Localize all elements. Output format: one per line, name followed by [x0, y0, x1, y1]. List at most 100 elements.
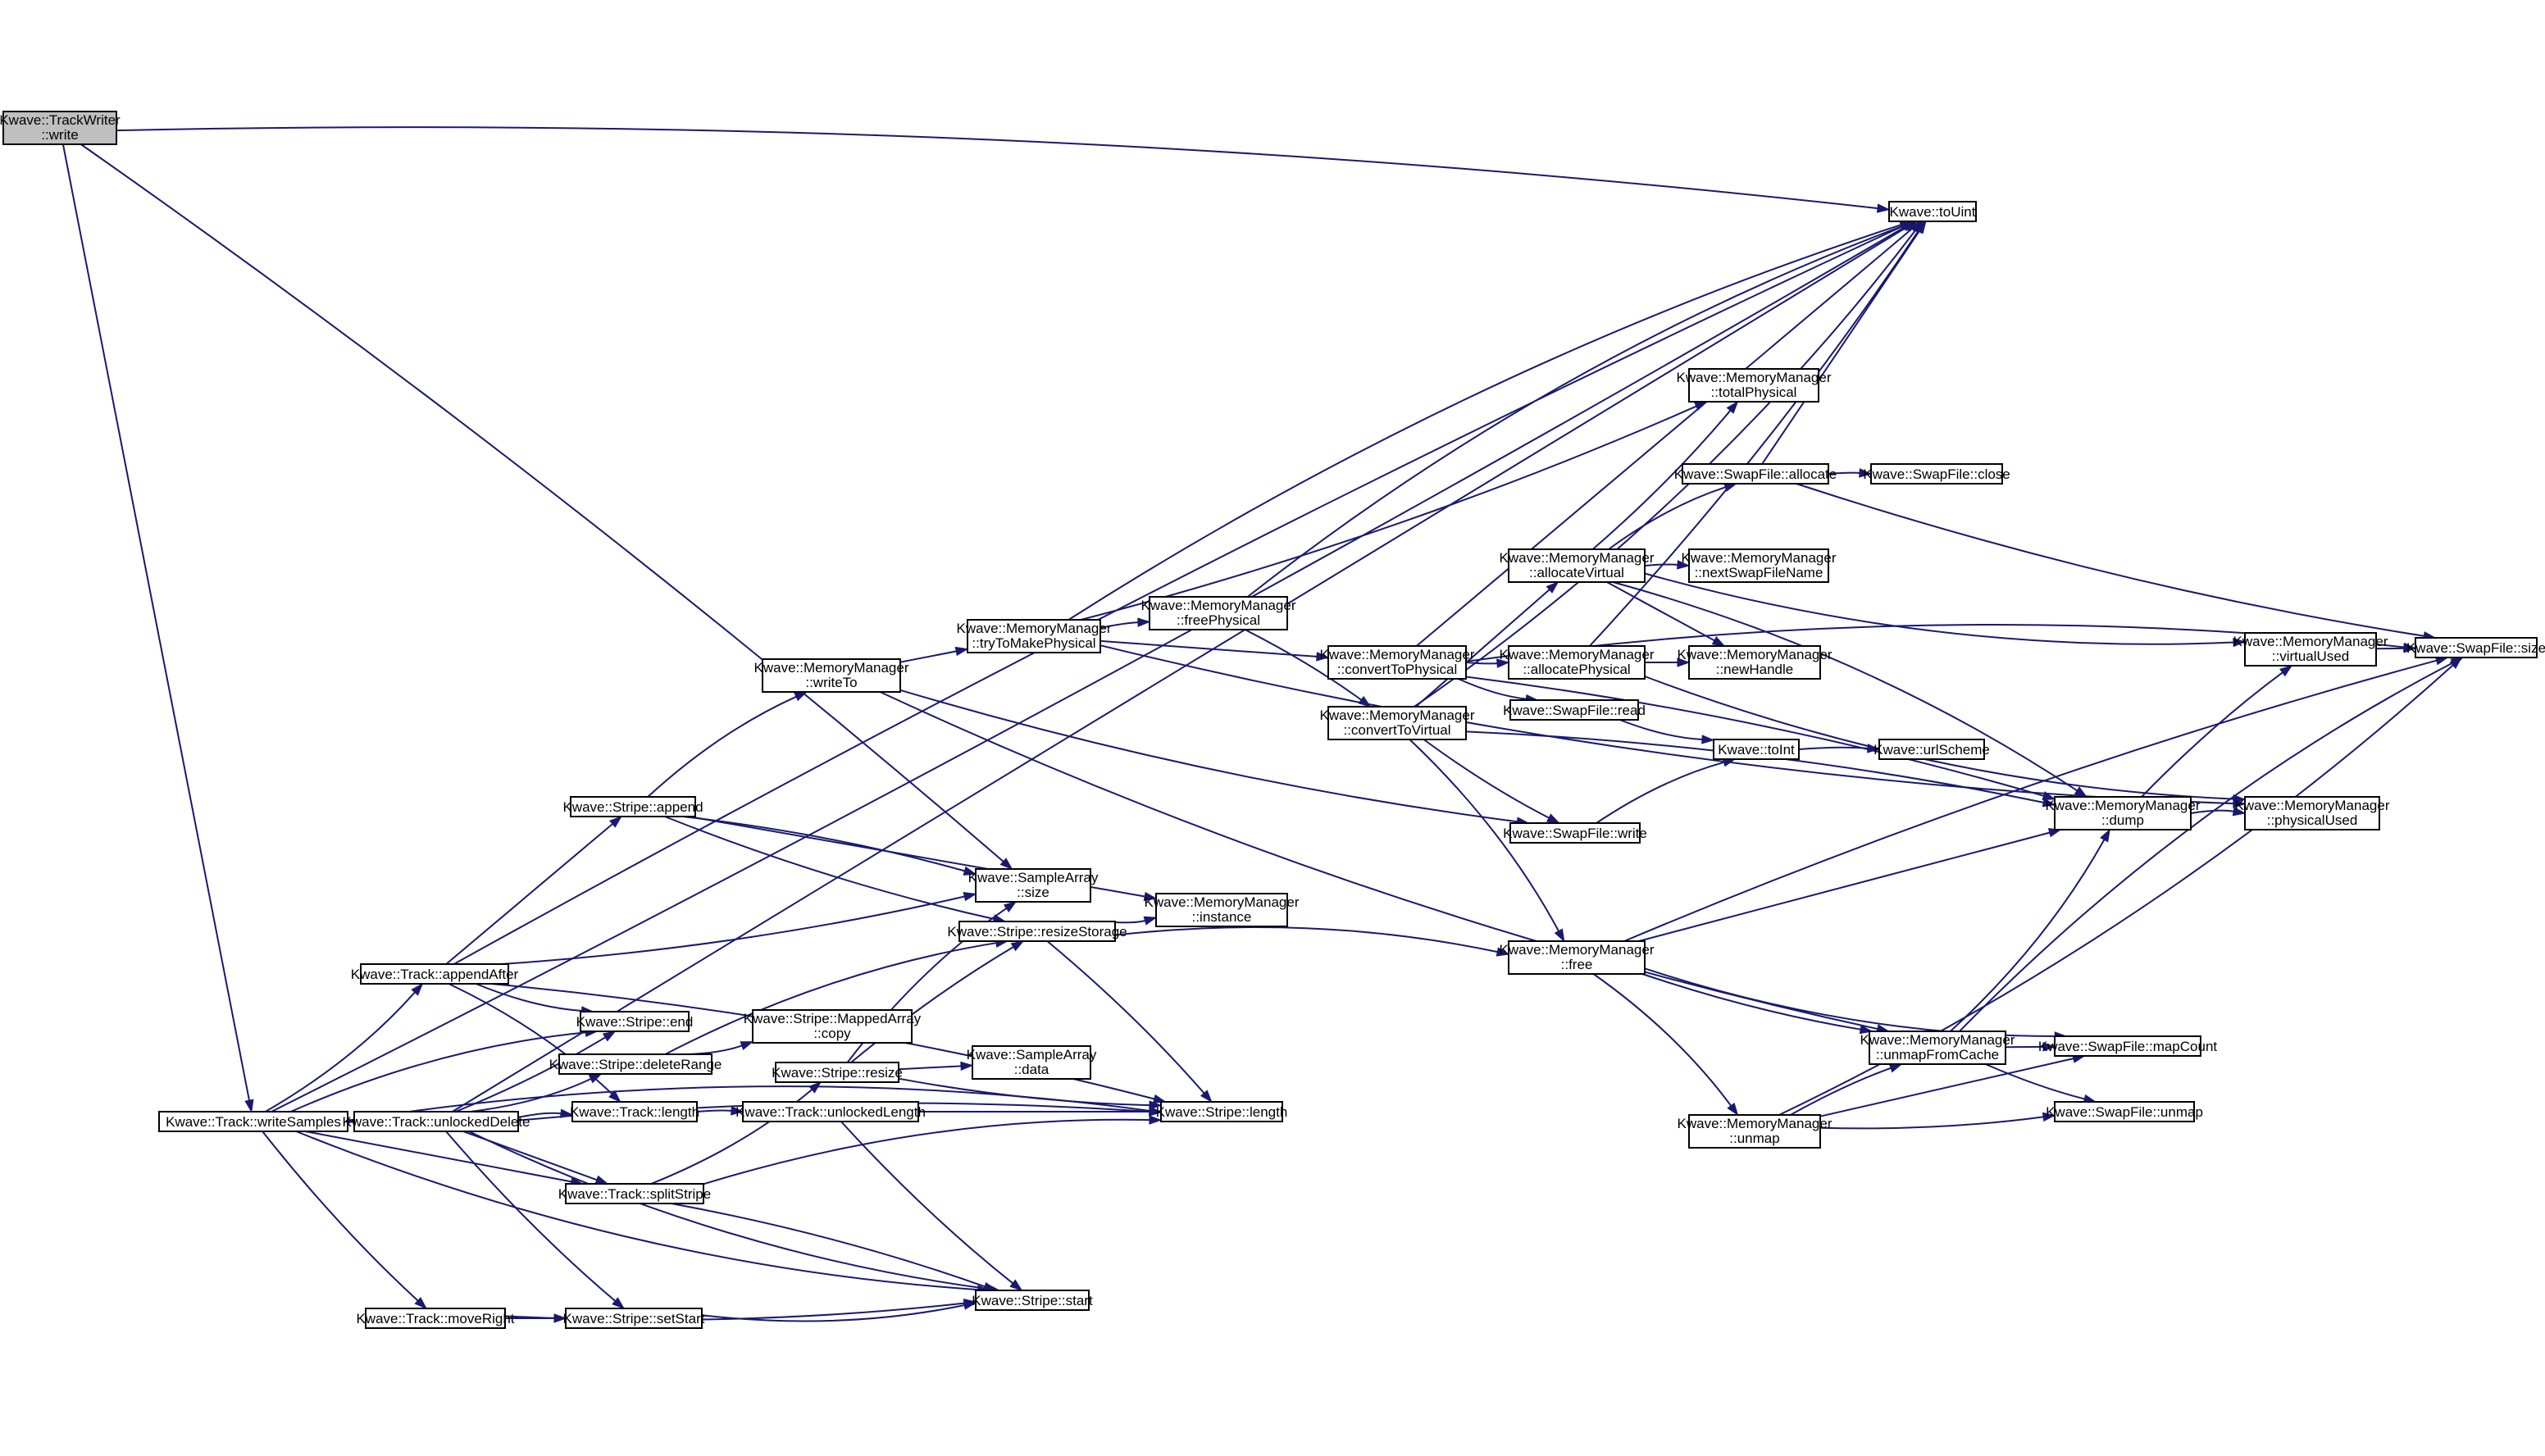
- edge-line: [1458, 678, 1527, 700]
- node-sma-copy[interactable]: Kwave::Stripe::MappedArray::copy: [744, 1009, 922, 1044]
- node-box: [1149, 596, 1288, 630]
- node-st-resize[interactable]: Kwave::Stripe::resize: [772, 1062, 903, 1083]
- edge-mm-allocateVirtual-to-mm-totalPhysical: [1591, 400, 1739, 550]
- edge-mm-allocateVirtual-to-mm-dump: [1612, 581, 2088, 798]
- node-mm-free[interactable]: Kwave::MemoryManager::free: [1500, 940, 1655, 975]
- edge-line: [1423, 739, 1550, 819]
- node-box: [1688, 368, 1819, 403]
- node-label: ::instance: [1192, 909, 1252, 925]
- node-sf-size[interactable]: Kwave::SwapFile::size: [2406, 637, 2545, 658]
- node-sf-read[interactable]: Kwave::SwapFile::read: [1503, 699, 1646, 721]
- node-st-append[interactable]: Kwave::Stripe::append: [562, 796, 703, 817]
- node-tr-length[interactable]: Kwave::Track::length: [570, 1101, 699, 1122]
- edge-mm-tryToMakePhysical-to-mm-physicalUsed: [1099, 644, 2247, 808]
- node-mm-tryToMakePhysical[interactable]: Kwave::MemoryManager::tryToMakePhysical: [957, 619, 1112, 653]
- edge-line: [1644, 676, 2234, 800]
- node-tr-writeSamples[interactable]: Kwave::Track::writeSamples: [158, 1111, 348, 1132]
- node-box: [958, 921, 1116, 942]
- node-st-setStart[interactable]: Kwave::Stripe::setStart: [563, 1308, 705, 1329]
- node-tr-appendAfter[interactable]: Kwave::Track::appendAfter: [351, 963, 519, 985]
- node-sf-close[interactable]: Kwave::SwapFile::close: [1863, 463, 2010, 485]
- node-tr-unlockedLength[interactable]: Kwave::Track::unlockedLength: [735, 1101, 926, 1122]
- edge-line: [2141, 671, 2283, 798]
- node-label: Kwave::MemoryManager: [1678, 1116, 1832, 1131]
- node-mm-convertToPhysical[interactable]: Kwave::MemoryManager::convertToPhysical: [1320, 645, 1475, 680]
- node-mm-dump[interactable]: Kwave::MemoryManager::dump: [2046, 796, 2201, 830]
- node-mm-writeTo[interactable]: Kwave::MemoryManager::writeTo: [754, 658, 909, 693]
- node-tw-write[interactable]: Kwave::TrackWriter::write: [0, 111, 121, 145]
- arrowhead-icon: [1358, 695, 1372, 708]
- node-mm-convertToVirtual[interactable]: Kwave::MemoryManager::convertToVirtual: [1320, 706, 1475, 740]
- node-toUint[interactable]: Kwave::toUint: [1888, 201, 1977, 222]
- node-st-resizeStorage[interactable]: Kwave::Stripe::resizeStorage: [947, 921, 1127, 942]
- node-mm-physicalUsed[interactable]: Kwave::MemoryManager::physicalUsed: [2235, 796, 2390, 830]
- node-tr-moveRight[interactable]: Kwave::Track::moveRight: [356, 1308, 515, 1329]
- edge-line: [1798, 746, 1869, 750]
- node-mm-unmapFromCache[interactable]: Kwave::MemoryManager::unmapFromCache: [1860, 1031, 2015, 1065]
- node-tr-splitStripe[interactable]: Kwave::Track::splitStripe: [558, 1183, 711, 1204]
- edge-tr-unlockedDelete-to-st-setStart: [445, 1131, 626, 1309]
- node-box: [2, 111, 117, 145]
- node-label: ::data: [1014, 1062, 1049, 1077]
- edge-line: [1950, 839, 2106, 1032]
- node-mm-totalPhysical[interactable]: Kwave::MemoryManager::totalPhysical: [1677, 368, 1832, 403]
- node-mm-allocatePhysical[interactable]: Kwave::MemoryManager::allocatePhysical: [1500, 645, 1655, 680]
- node-mm-allocateVirtual[interactable]: Kwave::MemoryManager::allocateVirtual: [1500, 548, 1655, 583]
- edge-line: [899, 689, 1518, 823]
- node-mm-instance[interactable]: Kwave::MemoryManager::instance: [1145, 893, 1300, 927]
- edge-line: [850, 946, 1014, 1063]
- edge-line: [1099, 639, 1318, 657]
- node-toInt[interactable]: Kwave::toInt: [1713, 739, 1800, 760]
- node-mm-unmap[interactable]: Kwave::MemoryManager::unmap: [1678, 1114, 1832, 1149]
- node-label: Kwave::SwapFile::close: [1863, 466, 2010, 482]
- edge-mm-allocatePhysical-to-mm-physicalUsed: [1644, 676, 2247, 804]
- edge-line: [501, 895, 965, 965]
- node-tr-unlockedDelete[interactable]: Kwave::Track::unlockedDelete: [343, 1111, 530, 1132]
- node-label: Kwave::Track::unlockedLength: [735, 1104, 926, 1120]
- node-label: ::dump: [2101, 812, 2144, 828]
- node-label: ::totalPhysical: [1711, 384, 1797, 400]
- arrowhead-icon: [960, 1061, 974, 1072]
- edge-line: [1596, 761, 1724, 824]
- edge-st-resizeStorage-to-st-length: [1046, 940, 1213, 1103]
- node-label: Kwave::SwapFile::read: [1503, 703, 1646, 718]
- node-mm-freePhysical[interactable]: Kwave::MemoryManager::freePhysical: [1141, 596, 1296, 630]
- edge-mm-tryToMakePhysical-to-mm-convertToPhysical: [1099, 639, 1330, 662]
- node-mm-newHandle[interactable]: Kwave::MemoryManager::newHandle: [1678, 645, 1832, 680]
- node-label: Kwave::toInt: [1718, 742, 1795, 758]
- node-mm-nextSwapFileName[interactable]: Kwave::MemoryManager::nextSwapFileName: [1682, 548, 1837, 583]
- edge-line: [1608, 486, 1726, 550]
- edge-st-resize-to-st-resizeStorage: [850, 940, 1025, 1063]
- edge-line: [899, 650, 957, 663]
- node-label: ::virtualUsed: [2272, 648, 2349, 664]
- edge-line: [271, 226, 1905, 1112]
- node-sf-unmap[interactable]: Kwave::SwapFile::unmap: [2046, 1101, 2203, 1122]
- node-sa-size[interactable]: Kwave::SampleArray::size: [968, 868, 1099, 903]
- edge-mm-allocateVirtual-to-sf-allocate: [1608, 483, 1738, 550]
- node-box: [2054, 796, 2192, 830]
- edge-mm-convertToPhysical-to-toUint: [1416, 221, 1922, 647]
- node-st-start[interactable]: Kwave::Stripe::start: [972, 1290, 1093, 1311]
- edge-mm-tryToMakePhysical-to-mm-freePhysical: [1099, 617, 1151, 629]
- edge-line: [1068, 224, 1901, 621]
- node-sf-write[interactable]: Kwave::SwapFile::write: [1503, 822, 1647, 844]
- node-sa-data[interactable]: Kwave::SampleArray::data: [967, 1045, 1097, 1080]
- edge-line: [1465, 662, 1498, 665]
- edge-tr-appendAfter-to-sa-size: [501, 892, 977, 965]
- edge-line: [455, 1036, 606, 1112]
- node-st-end[interactable]: Kwave::Stripe::end: [576, 1011, 694, 1032]
- edge-mm-virtualUsed-to-sf-size: [2375, 644, 2417, 653]
- call-edges: [61, 126, 2465, 1323]
- node-mm-virtualUsed[interactable]: Kwave::MemoryManager::virtualUsed: [2233, 632, 2388, 667]
- node-st-deleteRange[interactable]: Kwave::Stripe::deleteRange: [549, 1053, 722, 1075]
- node-label: Kwave::MemoryManager: [957, 621, 1112, 636]
- node-sf-mapCount[interactable]: Kwave::SwapFile::mapCount: [2038, 1035, 2218, 1057]
- node-sf-allocate[interactable]: Kwave::SwapFile::allocate: [1674, 463, 1837, 485]
- node-st-length[interactable]: Kwave::Stripe::length: [1156, 1101, 1288, 1122]
- arrowhead-icon: [1915, 220, 1927, 234]
- edge-line: [898, 1065, 962, 1071]
- edge-line: [1081, 405, 1697, 621]
- node-box: [975, 868, 1091, 903]
- node-urlScheme[interactable]: Kwave::urlScheme: [1873, 739, 1990, 760]
- arrowhead-icon: [1010, 940, 1025, 952]
